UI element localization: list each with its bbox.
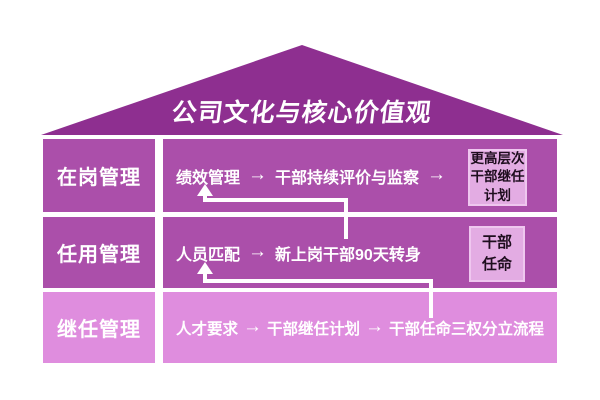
row-label-box-ongoing: 在岗管理 bbox=[43, 139, 155, 212]
flow-row: 绩效管理 → 干部持续评价与监察 → bbox=[176, 164, 446, 188]
flow-arrow-icon: → bbox=[248, 241, 268, 262]
row-content-box-succession: 人才要求 → 干部继任计划 → 干部任命三权分立流程 bbox=[163, 292, 557, 363]
roof-title: 公司文化与核心价值观 bbox=[170, 99, 434, 127]
row-label-box-appointment: 任用管理 bbox=[43, 217, 155, 288]
flow-row: 人员匹配 → 新上岗干部90天转身 bbox=[176, 241, 421, 265]
flow-step: 干部持续评价与监察 bbox=[275, 169, 420, 187]
row-content-box-ongoing: 绩效管理 → 干部持续评价与监察 → 更高层次 干部继任 计划 bbox=[163, 139, 557, 212]
flow-step: 人员匹配 bbox=[176, 246, 241, 264]
flow-arrow-icon: → bbox=[365, 316, 385, 337]
flow-arrow-icon: → bbox=[427, 164, 447, 185]
row-label: 在岗管理 bbox=[57, 167, 141, 189]
flow-arrow-icon: → bbox=[243, 316, 263, 337]
flow-step: 干部继任计划 bbox=[267, 320, 361, 338]
row-content-box-appointment: 人员匹配 → 新上岗干部90天转身 干部 任命 bbox=[163, 217, 557, 288]
flow-step: 干部任命三权分立流程 bbox=[389, 320, 545, 338]
callout-cadre-appointment: 干部 任命 bbox=[469, 226, 525, 282]
flow-step: 新上岗干部90天转身 bbox=[275, 246, 421, 264]
flow-step: 绩效管理 bbox=[176, 169, 241, 187]
flow-arrow-icon: → bbox=[248, 164, 268, 185]
flow-row: 人才要求 → 干部继任计划 → 干部任命三权分立流程 bbox=[176, 317, 544, 339]
row-label-box-succession: 继任管理 bbox=[43, 292, 155, 363]
callout-higher-succession-plan: 更高层次 干部继任 计划 bbox=[468, 149, 527, 206]
flow-step: 人才要求 bbox=[176, 320, 239, 338]
row-label: 任用管理 bbox=[57, 244, 141, 266]
row-label: 继任管理 bbox=[57, 319, 141, 341]
